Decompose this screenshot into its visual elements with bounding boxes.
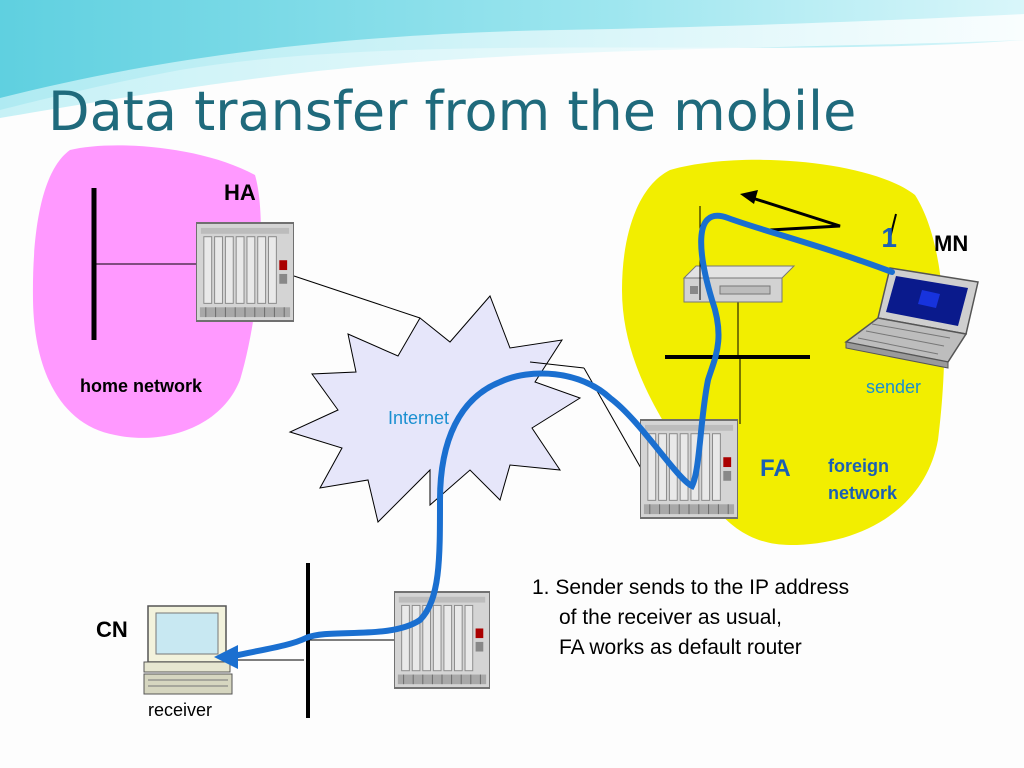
home-network-area — [32, 145, 261, 438]
data-path-arrowhead — [214, 645, 238, 669]
home-agent-label: HA — [224, 180, 256, 205]
step-description-line2: of the receiver as usual, — [559, 606, 782, 629]
foreign-network-label-line1: foreign — [828, 456, 889, 476]
internet-cloud — [288, 295, 582, 523]
data-path — [231, 212, 895, 659]
foreign-network-label: foreign network — [828, 453, 897, 507]
sender-label: sender — [866, 377, 922, 397]
mobile-node-label: MN — [934, 231, 969, 256]
receiver-label: receiver — [148, 700, 213, 720]
home-agent-router-icon — [196, 222, 294, 322]
foreign-agent-label: FA — [760, 455, 791, 482]
header-waves — [0, 0, 1024, 118]
step-description: 1. Sender sends to the IP address of the… — [532, 573, 849, 663]
cn-router-icon — [394, 591, 490, 689]
base-station-icon — [682, 206, 796, 303]
correspondent-node-label: CN — [96, 617, 128, 642]
home-network-label: home network — [80, 376, 203, 396]
foreign-network-label-line2: network — [828, 483, 898, 503]
mobile-node-laptop-icon — [844, 267, 979, 369]
page-title: Data transfer from the mobile — [48, 80, 857, 143]
internet-label: Internet — [388, 408, 450, 428]
correspondent-node-computer-icon — [143, 605, 233, 695]
network-segments — [91, 188, 810, 718]
foreign-agent-router-icon — [640, 418, 738, 520]
step-description-line1: 1. Sender sends to the IP address — [532, 576, 850, 599]
step-number-label: 1 — [881, 222, 897, 253]
step-description-line3: FA works as default router — [559, 636, 802, 659]
